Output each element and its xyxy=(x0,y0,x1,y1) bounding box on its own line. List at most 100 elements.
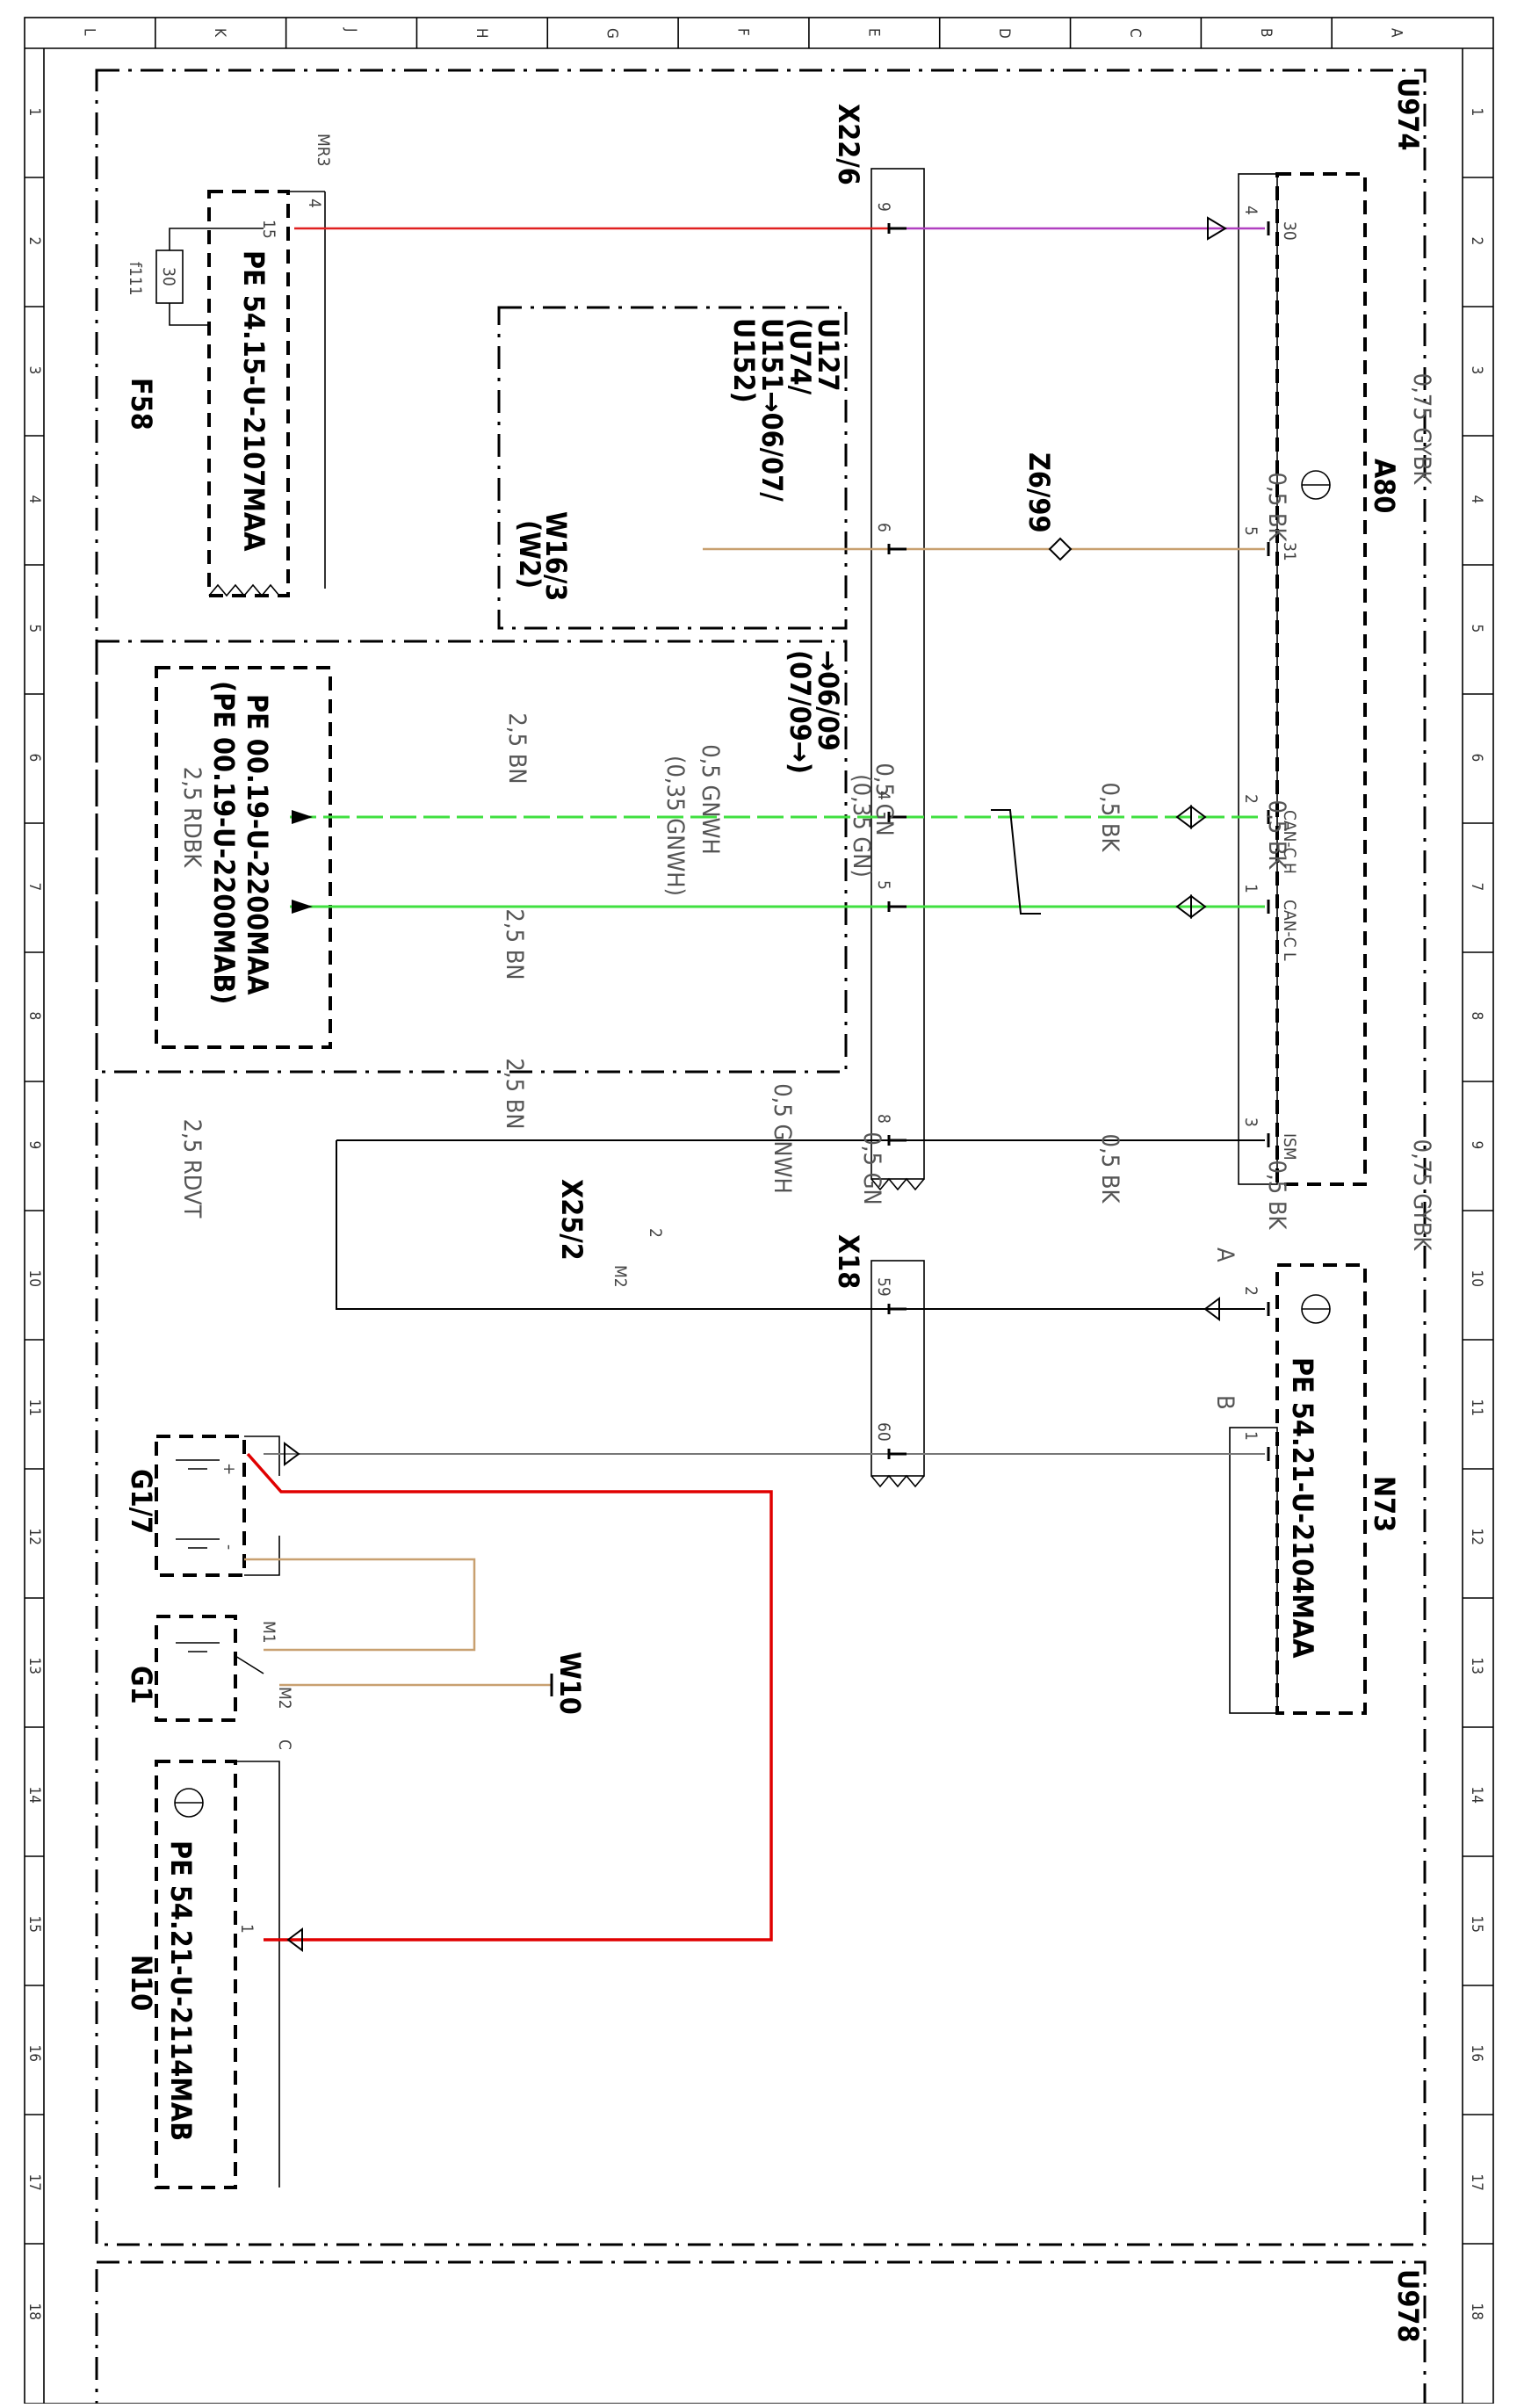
n73-side-label: B xyxy=(1211,1395,1239,1410)
row-label-left-3: 3 xyxy=(25,366,43,375)
pin-x22-6: 9 xyxy=(874,202,893,212)
row-label-left-15: 15 xyxy=(25,1916,43,1933)
column-label-D: D xyxy=(995,28,1013,39)
label-z6-99: Z6/99 xyxy=(1022,452,1056,532)
row-label-left-16: 16 xyxy=(25,2045,43,2062)
label-f58: F58 xyxy=(125,378,158,430)
arrow-icon xyxy=(1203,1297,1220,1321)
row-label-right-18: 18 xyxy=(1468,2303,1485,2320)
wire-label-w-bn075: 0,75 BN xyxy=(1513,387,1517,472)
wire-label-w-bk-c: 0,5 BK xyxy=(1263,473,1290,543)
row-label-left-1: 1 xyxy=(25,108,43,117)
row-label-left-17: 17 xyxy=(25,2174,43,2191)
row-label-right-16: 16 xyxy=(1468,2045,1485,2062)
label-n10: N10 xyxy=(125,1955,158,2011)
n73-housing xyxy=(1229,1427,1278,1714)
label-u974: U974 xyxy=(1391,77,1425,150)
row-label-left-5: 5 xyxy=(25,625,43,633)
row-label-left-9: 9 xyxy=(25,1141,43,1150)
arrow-left-icon xyxy=(292,810,313,824)
label-w10: W10 xyxy=(553,1652,587,1715)
variant-u127-line1: U127 xyxy=(812,318,845,391)
wire-label-w-bk-a: 0,5 BK xyxy=(1096,783,1123,853)
pin-a80-term: 30 xyxy=(1280,221,1299,241)
row-label-right-15: 15 xyxy=(1468,1916,1485,1933)
component-g1: G1 M1 M2 xyxy=(125,1615,294,1722)
n73-side-label: A xyxy=(1211,1247,1239,1262)
block-u978 xyxy=(95,2260,1427,2408)
pin-a80: 1 xyxy=(1241,884,1261,893)
row-label-left-18: 18 xyxy=(25,2303,43,2320)
g1-box xyxy=(155,1615,237,1722)
row-label-right-14: 14 xyxy=(1468,1787,1485,1804)
bidirectional-arrow-icon xyxy=(1175,894,1207,919)
pin-x22-6: 5 xyxy=(874,880,893,890)
label-x25-2-pin: 2 xyxy=(646,1228,665,1238)
connector-terminal xyxy=(887,812,907,822)
wire-label-w-bk-d: 0,5 BK xyxy=(1263,800,1290,871)
pin-a80: 2 xyxy=(1241,794,1261,804)
pin-n73: 2 xyxy=(1241,1286,1261,1296)
variant-u127-line4: U152) xyxy=(727,318,761,403)
label-u978: U978 xyxy=(1391,2269,1425,2342)
connector-terminal xyxy=(887,1135,907,1146)
wire-label-w-gn-b: 0,5 GN xyxy=(858,1132,885,1204)
component-n10: PE 54.21-U-2114MAB N10 C xyxy=(125,1739,294,2189)
pin-a80: 3 xyxy=(1241,1117,1261,1127)
row-label-right-3: 3 xyxy=(1468,366,1485,375)
connector-x18-break xyxy=(870,1474,925,1488)
wire-twist-mark xyxy=(991,809,1041,915)
wire-label-w-gybk-b: 0,75 GYBK xyxy=(1408,1139,1435,1252)
variant-can-line1: →06/09 xyxy=(812,650,845,751)
variant-u127-line2: (U74/ xyxy=(784,318,817,395)
label-x25-2-m2: M2 xyxy=(610,1265,630,1288)
wire-label-w-gnwh-a2: (0,35 GNWH) xyxy=(661,756,689,896)
connector-x22-6-body xyxy=(870,168,925,1180)
row-label-right-7: 7 xyxy=(1468,883,1485,892)
pin-x22-6: 4 xyxy=(874,791,893,800)
f58-break xyxy=(208,583,280,597)
wire-label-w-gnwh-a: 0,5 GNWH xyxy=(697,744,724,855)
box-u127 xyxy=(497,306,848,630)
g1-7-housing xyxy=(244,1435,280,1576)
row-label-left-10: 10 xyxy=(25,1270,43,1287)
n73-pe-ref: PE 54.21-U-2104MAA xyxy=(1286,1357,1319,1659)
wire-label-w-bk-e: 0,5 BK xyxy=(1263,1161,1290,1231)
f58-pe-ref: PE 54.15-U-2107MAA xyxy=(237,250,271,552)
column-label-J: J xyxy=(342,27,359,33)
label-mr3: MR3 xyxy=(314,134,333,167)
row-label-right-6: 6 xyxy=(1468,754,1485,763)
pin-x22-6: 8 xyxy=(874,1114,893,1124)
f58-box xyxy=(207,190,290,597)
connector-x22-6: X22/6 xyxy=(832,104,925,1191)
column-label-L: L xyxy=(80,28,98,36)
row-label-right-5: 5 xyxy=(1468,625,1485,633)
wire-rd xyxy=(246,1452,773,1942)
arrow-icon xyxy=(286,1927,303,1952)
block-u974 xyxy=(95,69,1427,2246)
pin-n73: 1 xyxy=(1241,1431,1261,1441)
row-label-right-12: 12 xyxy=(1468,1529,1485,1545)
variant-u127-line3: U151→06/07/ xyxy=(755,318,789,502)
row-label-right-11: 11 xyxy=(1468,1399,1485,1416)
connector-terminal xyxy=(887,1304,907,1314)
wire-label-w-gn-a2: (0,35 GN) xyxy=(848,774,875,878)
component-a80: A80 xyxy=(1238,172,1401,1186)
connector-x18: X18 xyxy=(832,1234,925,1488)
column-label-A: A xyxy=(1388,28,1405,38)
label-x18: X18 xyxy=(832,1234,865,1289)
row-label-left-8: 8 xyxy=(25,1012,43,1021)
row-label-left-6: 6 xyxy=(25,754,43,763)
column-label-E: E xyxy=(864,28,882,37)
pin-a80-term: ISM xyxy=(1280,1133,1299,1161)
pin-g1-7-plus: + xyxy=(220,1463,239,1475)
row-label-right-4: 4 xyxy=(1468,495,1485,504)
pin-x22-6: 6 xyxy=(874,523,893,532)
pin-f58: 4 xyxy=(305,199,324,208)
wire-label-w-gnwh-b: 0,5 GNWH xyxy=(769,1083,796,1194)
row-label-left-12: 12 xyxy=(25,1529,43,1545)
bidirectional-arrow-icon xyxy=(1175,805,1207,829)
connector-terminal xyxy=(887,1449,907,1459)
